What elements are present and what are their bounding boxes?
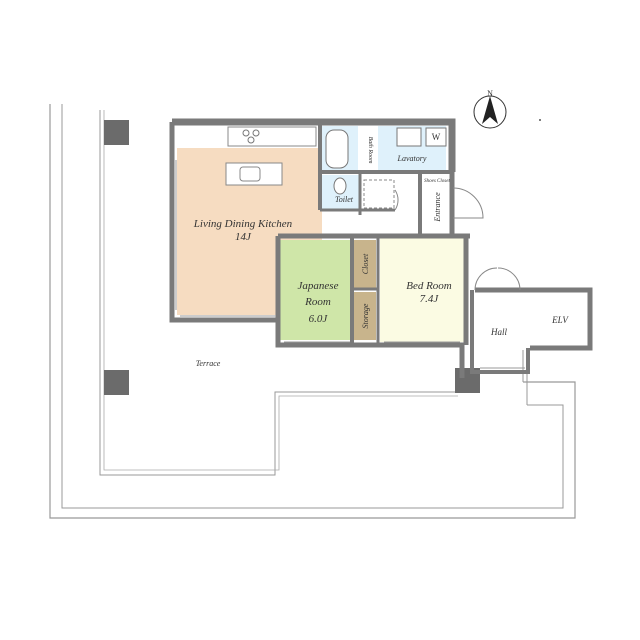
washer-label: W — [432, 132, 441, 142]
ldk-name: Living Dining Kitchen — [193, 218, 293, 230]
toilet-label: Toilet — [335, 195, 354, 204]
closet-fill — [354, 240, 376, 288]
kitchen-counter — [227, 126, 317, 147]
walls — [169, 118, 593, 378]
japanese-room-size: 6.0J — [309, 313, 329, 325]
washer-box — [425, 127, 447, 147]
shower-icon — [363, 179, 395, 209]
lavatory-label: Lavatory — [397, 154, 427, 163]
compass-icon: N — [473, 89, 507, 129]
ldk-size: 14J — [235, 231, 252, 243]
terrace-label: Terrace — [196, 359, 221, 368]
japanese-room-name-1: Japanese — [298, 280, 339, 292]
terrace-railing-2 — [103, 110, 458, 471]
terrace-outline — [49, 104, 576, 519]
bathroom-label: Bath Room — [367, 137, 373, 164]
bedroom-size: 7.4J — [420, 293, 440, 305]
storage-fill — [354, 292, 376, 340]
bathtub-icon — [325, 129, 349, 169]
ldk-fill-ext — [305, 148, 322, 210]
terrace-inner-outline — [61, 104, 564, 509]
storage-label: Storage — [361, 303, 370, 328]
column — [104, 370, 129, 395]
japanese-room-name-2: Room — [304, 296, 331, 308]
closet-label: Closet — [361, 253, 370, 274]
terrace-railing — [99, 110, 458, 476]
kitchen-sink-icon — [239, 166, 261, 182]
compass-label: N — [487, 89, 493, 98]
column — [104, 120, 129, 145]
japanese-room-fill — [280, 240, 350, 340]
elv-label: ELV — [551, 315, 569, 325]
bedroom-name: Bed Room — [406, 280, 452, 292]
bedroom-fill — [380, 237, 465, 342]
dot — [539, 119, 541, 121]
toilet-icon — [333, 177, 347, 195]
entrance-label: Entrance — [433, 192, 442, 223]
door-swings — [394, 187, 521, 291]
lavatory-sink-icon — [396, 127, 422, 147]
sliding-windows — [175, 160, 525, 369]
stove-icon — [242, 129, 260, 144]
shoes-closet-label: Shoes Closet — [424, 179, 450, 184]
hall-label: Hall — [490, 327, 508, 337]
